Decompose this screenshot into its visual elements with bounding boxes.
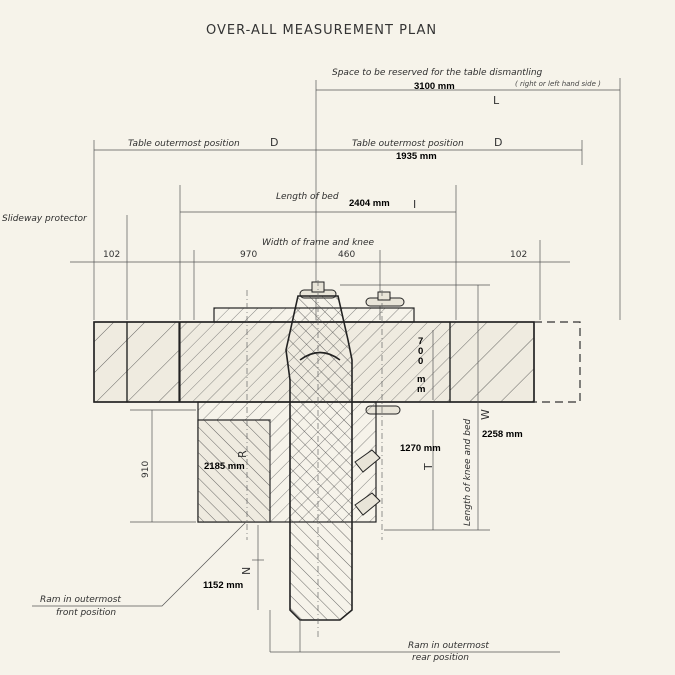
dim-102-right: 102 [510, 250, 527, 260]
label-ram-rear: Ram in outermost [408, 641, 489, 651]
measure-2258: 2258 mm [482, 429, 523, 440]
label-table-left: Table outermost position [128, 139, 240, 149]
table-end-left [126, 321, 180, 403]
bolt-upper [354, 449, 381, 473]
page-title: OVER-ALL MEASUREMENT PLAN [206, 23, 437, 38]
table-end-right [449, 321, 535, 403]
leader-ram-front [32, 521, 247, 607]
ram-column [285, 295, 353, 621]
dim-102-left: 102 [103, 250, 120, 260]
slideway-left [93, 321, 128, 403]
label-slideway-protector: Slideway protector [2, 214, 88, 224]
frame-hatch [198, 420, 270, 522]
letter-D-left: D [270, 136, 278, 149]
letter-T: T [422, 463, 435, 471]
label-length-knee-bed: Length of knee and bed [463, 419, 473, 526]
measure-1152: 1152 mm [203, 580, 243, 591]
measure-3100: 3100 mm [414, 81, 455, 92]
label-length-of-bed: Length of bed [276, 192, 339, 202]
letter-R: R [236, 450, 249, 458]
measure-1270: 1270 mm [400, 443, 441, 454]
label-ram-rear-2: rear position [412, 653, 469, 663]
measure-700-1: 7 [418, 336, 423, 347]
measure-700-2: 0 [418, 346, 423, 357]
letter-N: N [240, 567, 253, 575]
label-width-frame: Width of frame and knee [262, 238, 375, 248]
bolt-lower [354, 492, 381, 516]
table-dismantle-outline [534, 321, 581, 403]
dim-460: 460 [338, 250, 355, 260]
measure-700-5: m [417, 384, 425, 395]
letter-D-right: D [494, 136, 502, 149]
stud-right [365, 291, 405, 307]
ram-curve [299, 351, 341, 361]
label-ram-front: Ram in outermost [40, 595, 121, 605]
dim-910: 910 [141, 461, 151, 478]
label-ram-front-2: front position [56, 608, 116, 618]
letter-L: L [493, 94, 500, 107]
letter-l: I [413, 198, 416, 211]
measure-2404: 2404 mm [349, 198, 390, 209]
measure-1935: 1935 mm [396, 151, 437, 162]
label-space-reserved: Space to be reserved for the table disma… [332, 68, 543, 78]
dim-970: 970 [240, 250, 257, 260]
label-right-left: ( right or left hand side ) [515, 80, 601, 88]
letter-W: W [479, 409, 492, 420]
measure-700-3: 0 [418, 356, 423, 367]
label-table-right: Table outermost position [352, 139, 464, 149]
measure-700-4: m [417, 374, 425, 385]
measure-2185: 2185 mm [204, 461, 245, 472]
